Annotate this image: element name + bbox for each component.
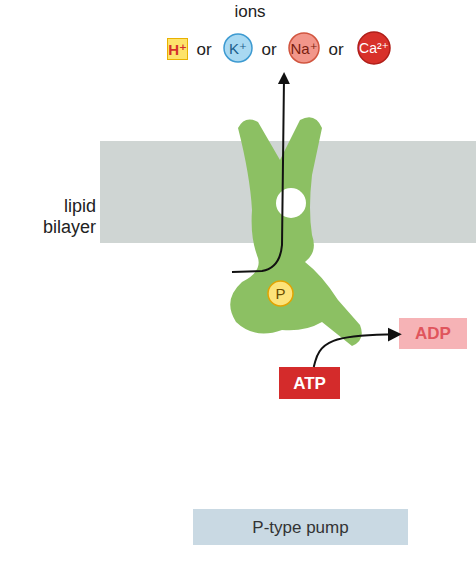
ion-circle: Na⁺ xyxy=(288,32,320,64)
node-text: H⁺ xyxy=(168,42,187,57)
circle-shape xyxy=(224,34,252,62)
ion-circle: K⁺ xyxy=(223,33,253,63)
phosphate-circle: P xyxy=(267,280,294,307)
substrate-box: ATP xyxy=(279,367,340,399)
circle-shape xyxy=(289,33,319,63)
node-text: K⁺ xyxy=(229,41,247,56)
ion-binding-pocket xyxy=(276,188,306,218)
caption-box: P-type pump xyxy=(193,509,408,545)
node-text: Na⁺ xyxy=(290,41,317,56)
product-box: ADP xyxy=(399,318,467,349)
ions-label: ions xyxy=(230,2,270,22)
node-text: P-type pump xyxy=(252,519,348,536)
or-word: or xyxy=(255,40,283,60)
reaction-arrow xyxy=(314,334,399,367)
ion-circle: Ca²⁺ xyxy=(357,31,391,65)
circle-shape xyxy=(358,32,390,64)
node-text: Ca²⁺ xyxy=(359,41,389,55)
ion-box: H⁺ xyxy=(167,38,188,60)
ion-path-arrow xyxy=(232,78,284,272)
node-text: P xyxy=(275,286,285,301)
membrane-label: lipid bilayer xyxy=(10,196,96,237)
or-word: or xyxy=(322,40,350,60)
circle-shape xyxy=(268,281,293,306)
pump-protein xyxy=(230,117,362,346)
node-text: ADP xyxy=(415,325,451,342)
or-word: or xyxy=(190,40,218,60)
node-text: ATP xyxy=(293,375,326,392)
